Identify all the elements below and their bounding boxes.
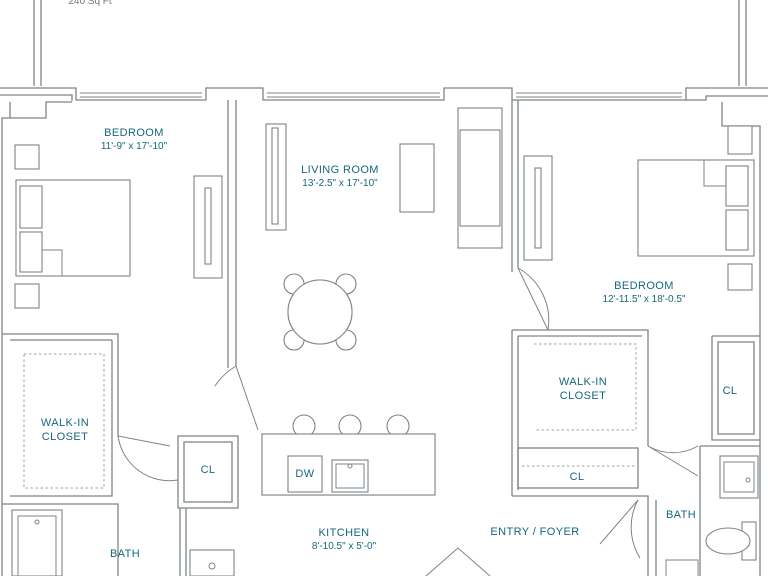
room-name-line1: WALK-IN <box>558 376 608 388</box>
room-walkin-closet-right: WALK-IN CLOSET <box>559 376 607 404</box>
room-dimensions: 12'-11.5" x 18'-0.5" <box>602 293 686 305</box>
room-walkin-closet-left: WALK-IN CLOSET <box>41 417 89 445</box>
top-area-label: 240 Sq Ft <box>68 0 112 7</box>
room-bedroom-right: BEDROOM 12'-11.5" x 18'-0.5" <box>602 280 685 306</box>
closet-rods <box>23 343 637 489</box>
room-closet-right: CL <box>722 385 738 397</box>
door-swings <box>117 267 699 576</box>
room-name-line1: WALK-IN <box>40 417 90 429</box>
room-kitchen: KITCHEN 8'-10.5" x 5'-0" <box>312 527 376 553</box>
room-closet-left: CL <box>200 464 216 476</box>
windows <box>80 92 682 98</box>
room-bath-left: BATH <box>109 548 141 560</box>
room-name: BEDROOM <box>104 127 164 139</box>
living-room-furniture <box>265 107 503 351</box>
room-dimensions: 13'-2.5" x 17'-10" <box>302 177 378 189</box>
kitchen-fixtures <box>261 414 436 496</box>
room-dimensions: 8'-10.5" x 5'-0" <box>311 540 377 552</box>
room-dimensions: 11'-9" x 17'-10" <box>100 140 168 152</box>
balcony-outline <box>33 0 747 86</box>
room-name: LIVING ROOM <box>301 164 379 176</box>
room-entry-foyer: ENTRY / FOYER <box>490 526 580 538</box>
room-name: KITCHEN <box>318 527 370 539</box>
room-bedroom-left: BEDROOM 11'-9" x 17'-10" <box>101 127 167 153</box>
room-closet-center: CL <box>569 471 585 483</box>
right-bedroom-bed <box>523 125 755 291</box>
room-name: BEDROOM <box>614 280 674 292</box>
bath-fixtures <box>11 455 759 576</box>
left-bedroom-bed <box>14 144 223 309</box>
room-bath-right: BATH <box>665 509 697 521</box>
room-living-room: LIVING ROOM 13'-2.5" x 17'-10" <box>301 164 379 190</box>
room-name-line2: CLOSET <box>559 389 607 402</box>
dishwasher-label: DW <box>295 468 315 480</box>
room-name-line2: CLOSET <box>41 430 89 443</box>
